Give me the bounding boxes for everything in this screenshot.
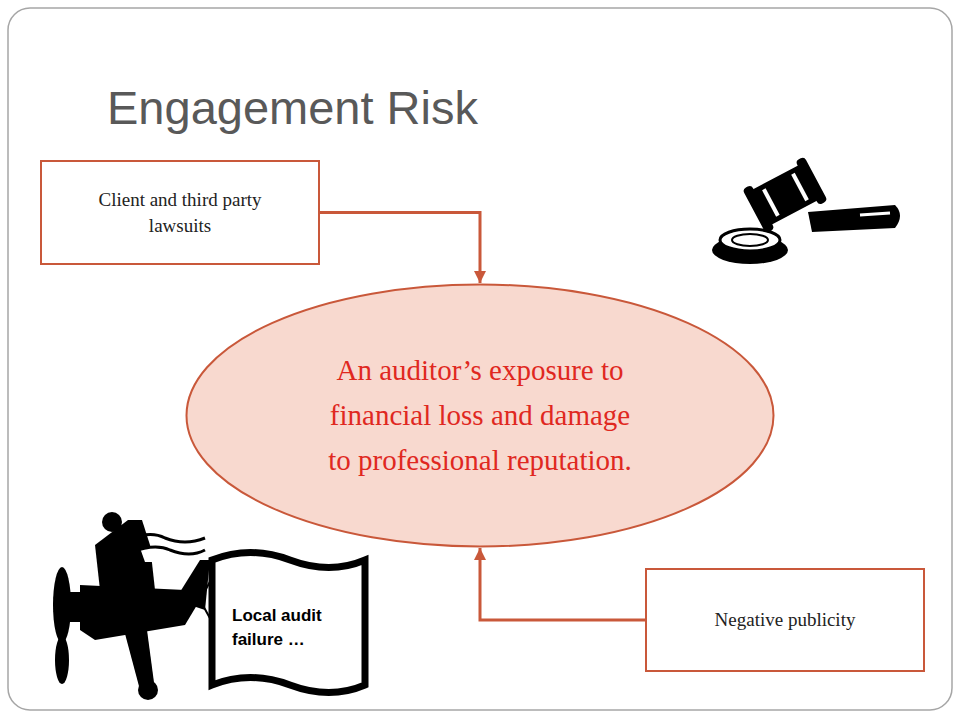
gavel-head-cap bbox=[742, 185, 774, 234]
scarf bbox=[128, 534, 205, 542]
process-box: Negative publicity bbox=[645, 568, 925, 672]
gavel-head-cap bbox=[795, 156, 827, 205]
box-text: Client and third party lawsuits bbox=[75, 187, 285, 239]
slide-title: Engagement Risk bbox=[107, 80, 478, 135]
pilot-head bbox=[102, 512, 122, 532]
ellipse-node: An auditor’s exposure to financial loss … bbox=[185, 283, 775, 548]
ellipse-text: An auditor’s exposure to financial loss … bbox=[320, 348, 640, 483]
gavel-icon bbox=[712, 156, 900, 264]
gavel-band bbox=[762, 188, 780, 216]
gavel-block-ring bbox=[732, 234, 768, 246]
airplane-illustration bbox=[53, 512, 212, 700]
slide-frame bbox=[8, 8, 952, 710]
banner bbox=[212, 553, 365, 693]
ellipse-shape bbox=[187, 285, 774, 547]
propeller bbox=[55, 636, 69, 684]
gavel-handle bbox=[808, 205, 900, 232]
wheel bbox=[138, 680, 158, 700]
scarf bbox=[132, 547, 205, 554]
gavel-band bbox=[791, 173, 809, 201]
tail-fin bbox=[175, 560, 210, 610]
window bbox=[140, 548, 170, 562]
propeller-hub bbox=[68, 592, 82, 622]
landing-strut bbox=[120, 615, 155, 690]
text-stack: Client and third party lawsuits bbox=[75, 187, 285, 239]
text-stack: Negative publicity bbox=[685, 607, 885, 633]
elbow-connector bbox=[480, 548, 645, 620]
gavel-block-top bbox=[720, 229, 780, 251]
banner-text: Local audit failure … bbox=[232, 604, 347, 652]
text-stack: An auditor’s exposure to financial loss … bbox=[320, 348, 640, 483]
elbow-connector bbox=[320, 213, 480, 284]
process-box: Client and third party lawsuits bbox=[40, 160, 320, 265]
gavel-handle-shine bbox=[860, 213, 890, 215]
box-text: Negative publicity bbox=[685, 607, 885, 633]
